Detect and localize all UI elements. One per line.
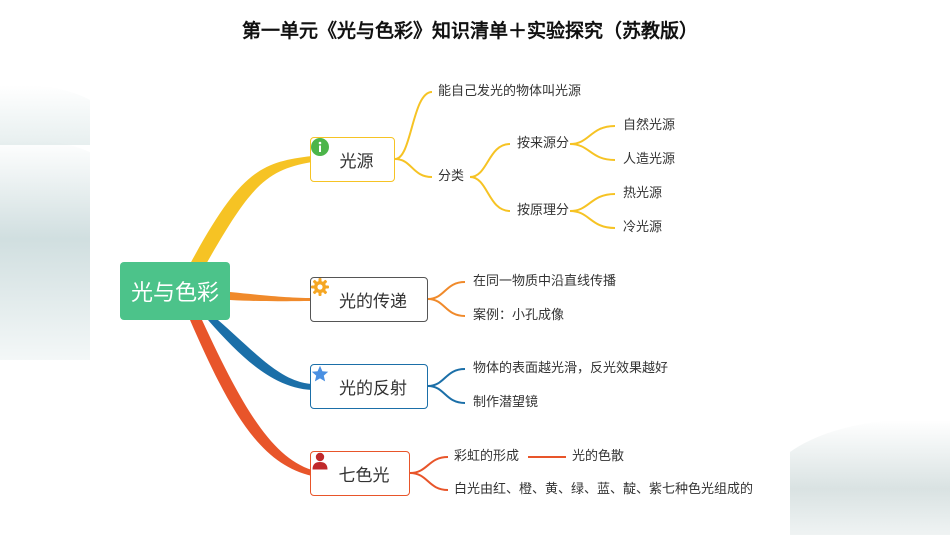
leaf-node[interactable]: 在同一物质中沿直线传播 (473, 274, 617, 289)
connector-by-origin (569, 125, 616, 145)
leaf-node[interactable]: 按原理分 (517, 203, 570, 218)
connector-light-reflection (427, 385, 466, 404)
connector-seven-colors (409, 456, 449, 474)
leaf-node[interactable]: 冷光源 (623, 220, 663, 235)
branch-label: 光的传递 (339, 292, 407, 312)
leaf-node[interactable]: 能自己发光的物体叫光源 (438, 84, 582, 99)
mindmap-root[interactable]: 光与色彩 (120, 262, 230, 320)
connector-light-source (394, 158, 433, 178)
connector-light-source (394, 91, 433, 160)
leaf-node[interactable]: 彩虹的形成 (454, 449, 520, 464)
connector-seven-colors (409, 472, 449, 491)
leaf-node[interactable]: 自然光源 (623, 118, 676, 133)
branch-connector-light-reflection (208, 320, 312, 390)
branch-light-source[interactable]: 光源 (310, 137, 395, 182)
connector-light-transmission (427, 298, 466, 317)
connector-classification (469, 176, 511, 212)
mindmap-canvas: 光与色彩 光源 能自己发光的物体叫光源 分类 按来源分 按原理分 自然光源 人造… (90, 52, 790, 535)
branch-seven-colors[interactable]: 七色光 (310, 451, 410, 496)
connector-lines (190, 91, 616, 491)
leaf-node[interactable]: 制作潜望镜 (473, 395, 539, 410)
branch-label: 七色光 (338, 466, 390, 486)
leaf-node[interactable]: 白光由红、橙、黄、绿、蓝、靛、紫七种色光组成的 (454, 482, 754, 497)
connector-light-transmission (427, 281, 466, 300)
leaf-node[interactable]: 分类 (438, 169, 465, 184)
branch-light-reflection[interactable]: 光的反射 (310, 364, 428, 409)
connector-classification (469, 143, 511, 178)
connector-by-origin (569, 143, 616, 161)
page-title: 第一单元《光与色彩》知识清单＋实验探究（苏教版） (241, 20, 698, 42)
branch-label: 光的反射 (339, 379, 407, 399)
connector-light-reflection (427, 368, 466, 387)
leaf-node[interactable]: 按来源分 (517, 136, 570, 151)
branch-label: 光源 (339, 152, 374, 172)
leaf-node[interactable]: 人造光源 (623, 152, 676, 167)
branch-light-transmission[interactable]: 光的传递 (310, 277, 428, 322)
branch-connector-light-source (190, 156, 312, 266)
leaf-node[interactable]: 热光源 (623, 186, 663, 201)
branch-connector-seven-colors (190, 320, 312, 476)
leaf-node[interactable]: 物体的表面越光滑，反光效果越好 (473, 361, 669, 376)
leaf-node[interactable]: 案例：小孔成像 (473, 308, 565, 323)
connector-by-principle (569, 193, 616, 212)
connector-by-principle (569, 210, 616, 229)
branch-connector-light-transmission (230, 292, 312, 302)
relation-target-node[interactable]: 光的色散 (572, 449, 625, 464)
